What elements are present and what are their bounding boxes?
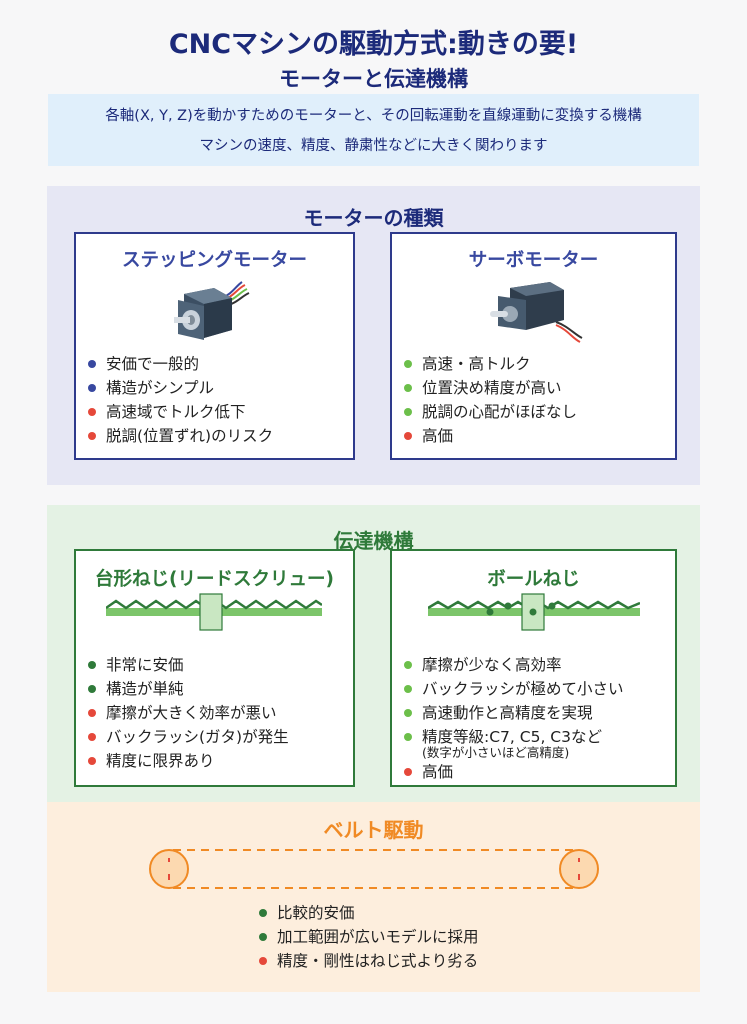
list-item-text: バックラッシが極めて小さい [422,680,624,698]
stepping-motor-card: ステッピングモーター 安価で一般的構造がシンプル高速域でトルク低下脱調(位置ずれ… [74,232,355,460]
list-item: バックラッシ(ガタ)が発生 [86,725,289,749]
intro-line-1: 各軸(X, Y, Z)を動かすためのモーターと、その回転運動を直線運動に変換する… [105,108,642,124]
list-item-text: 非常に安価 [106,656,184,674]
servo-motor-icon [490,282,583,343]
ball-screw-icon [428,593,640,631]
list-item-text: 高速域でトルク低下 [106,403,246,421]
lead-screw-card: 台形ねじ(リードスクリュー) 非常に安価構造が単純摩擦が大きく効率が悪いバックラ… [74,549,355,787]
transmission-panel: 伝達機構 台形ねじ(リードスクリュー) 非常に安価構造が単純摩擦が大きく効率が悪… [47,505,700,802]
list-item: 摩擦が少なく高効率 [402,653,624,677]
list-item: 精度・剛性はねじ式より劣る [257,949,479,973]
list-item: 高価 [402,424,577,448]
bullet-icon [88,733,96,741]
list-item-text: 比較的安価 [277,904,355,922]
list-item: 精度等級:C7, C5, C3など(数字が小さいほど高精度) [402,725,624,760]
bullet-icon [404,432,412,440]
list-item: 加工範囲が広いモデルに採用 [257,925,479,949]
list-item-text: 安価で一般的 [106,355,200,373]
bullet-icon [88,360,96,368]
bullet-icon [404,768,412,776]
bullet-icon [259,957,267,965]
list-item-text: 摩擦が大きく効率が悪い [106,704,277,722]
list-item-text: 高速動作と高精度を実現 [422,704,593,722]
belt-drive-list: 比較的安価加工範囲が広いモデルに採用精度・剛性はねじ式より劣る [257,901,479,973]
stepping-motor-icon [174,281,250,340]
motor-types-panel: モーターの種類 ステッピングモーター 安価で一般的構造がシンプル高速域でトルク低… [47,186,700,485]
bullet-icon [404,408,412,416]
page-subtitle: モーターと伝達機構 [279,67,468,91]
stepping-motor-list: 安価で一般的構造がシンプル高速域でトルク低下脱調(位置ずれ)のリスク [86,352,273,448]
servo-motor-card: サーボモーター 高速・高トルク位置決め精度が高い脱調の心配がほぼなし高価 [390,232,677,460]
motor-types-title: モーターの種類 [303,206,444,230]
list-item: 非常に安価 [86,653,289,677]
bullet-icon [88,432,96,440]
list-item-text: 脱調(位置ずれ)のリスク [106,427,274,445]
list-item-text: 構造が単純 [106,680,184,698]
list-item: 脱調の心配がほぼなし [402,400,577,424]
list-item: 高速動作と高精度を実現 [402,701,624,725]
list-item-text: 高速・高トルク [422,355,531,373]
bullet-icon [259,933,267,941]
bullet-icon [88,408,96,416]
list-item: 高価 [402,760,624,784]
list-item: 安価で一般的 [86,352,273,376]
list-item: 脱調(位置ずれ)のリスク [86,424,273,448]
bullet-icon [404,685,412,693]
list-item-text: バックラッシ(ガタ)が発生 [106,728,289,746]
page-title: CNCマシンの駆動方式:動きの要! [168,29,579,60]
bullet-icon [88,661,96,669]
list-item: バックラッシが極めて小さい [402,677,624,701]
list-item: 高速・高トルク [402,352,577,376]
bullet-icon [404,384,412,392]
list-item: 高速域でトルク低下 [86,400,273,424]
list-item: 精度に限界あり [86,749,289,773]
list-item-text: 構造がシンプル [106,379,215,397]
lead-screw-icon [106,593,322,631]
list-item-text: 位置決め精度が高い [422,379,562,397]
list-item-text: 精度に限界あり [106,752,215,770]
list-item-text: 高価 [422,763,454,781]
belt-pulley-icon [149,849,599,889]
bullet-icon [404,709,412,717]
list-item-text: 加工範囲が広いモデルに採用 [277,928,479,946]
list-item-text: 精度・剛性はねじ式より劣る [277,952,479,970]
list-item: 位置決め精度が高い [402,376,577,400]
bullet-icon [88,685,96,693]
intro-line-2: マシンの速度、精度、静粛性などに大きく関わります [199,138,548,154]
list-item: 構造がシンプル [86,376,273,400]
belt-drive-panel: ベルト駆動 比較的安価加工範囲が広いモデルに採用精度・剛性はねじ式より劣る [47,802,700,992]
stepping-motor-title: ステッピングモーター [121,250,307,271]
servo-motor-title: サーボモーター [468,250,599,271]
list-item: 比較的安価 [257,901,479,925]
bullet-icon [404,360,412,368]
list-item: 構造が単純 [86,677,289,701]
lead-screw-list: 非常に安価構造が単純摩擦が大きく効率が悪いバックラッシ(ガタ)が発生精度に限界あ… [86,653,289,773]
bullet-icon [88,709,96,717]
lead-screw-title: 台形ねじ(リードスクリュー) [95,569,334,590]
bullet-icon [88,384,96,392]
bullet-icon [404,733,412,741]
bullet-icon [404,661,412,669]
intro-box: 各軸(X, Y, Z)を動かすためのモーターと、その回転運動を直線運動に変換する… [48,94,699,166]
list-item-text: 摩擦が少なく高効率 [422,656,562,674]
list-item: 摩擦が大きく効率が悪い [86,701,289,725]
bullet-icon [88,757,96,765]
ball-screw-card: ボールねじ 摩擦が少なく高効率バックラッシが極めて小さい高速動作と高精度を実現精… [390,549,677,787]
servo-motor-list: 高速・高トルク位置決め精度が高い脱調の心配がほぼなし高価 [402,352,577,448]
list-item-note: (数字が小さいほど高精度) [422,745,570,760]
bullet-icon [259,909,267,917]
ball-screw-list: 摩擦が少なく高効率バックラッシが極めて小さい高速動作と高精度を実現精度等級:C7… [402,653,624,784]
list-item-text: 精度等級:C7, C5, C3など [422,728,602,746]
list-item-text: 高価 [422,427,454,445]
list-item-text: 脱調の心配がほぼなし [422,403,578,421]
ball-screw-title: ボールねじ [487,569,580,590]
belt-drive-title: ベルト駆動 [323,818,424,842]
